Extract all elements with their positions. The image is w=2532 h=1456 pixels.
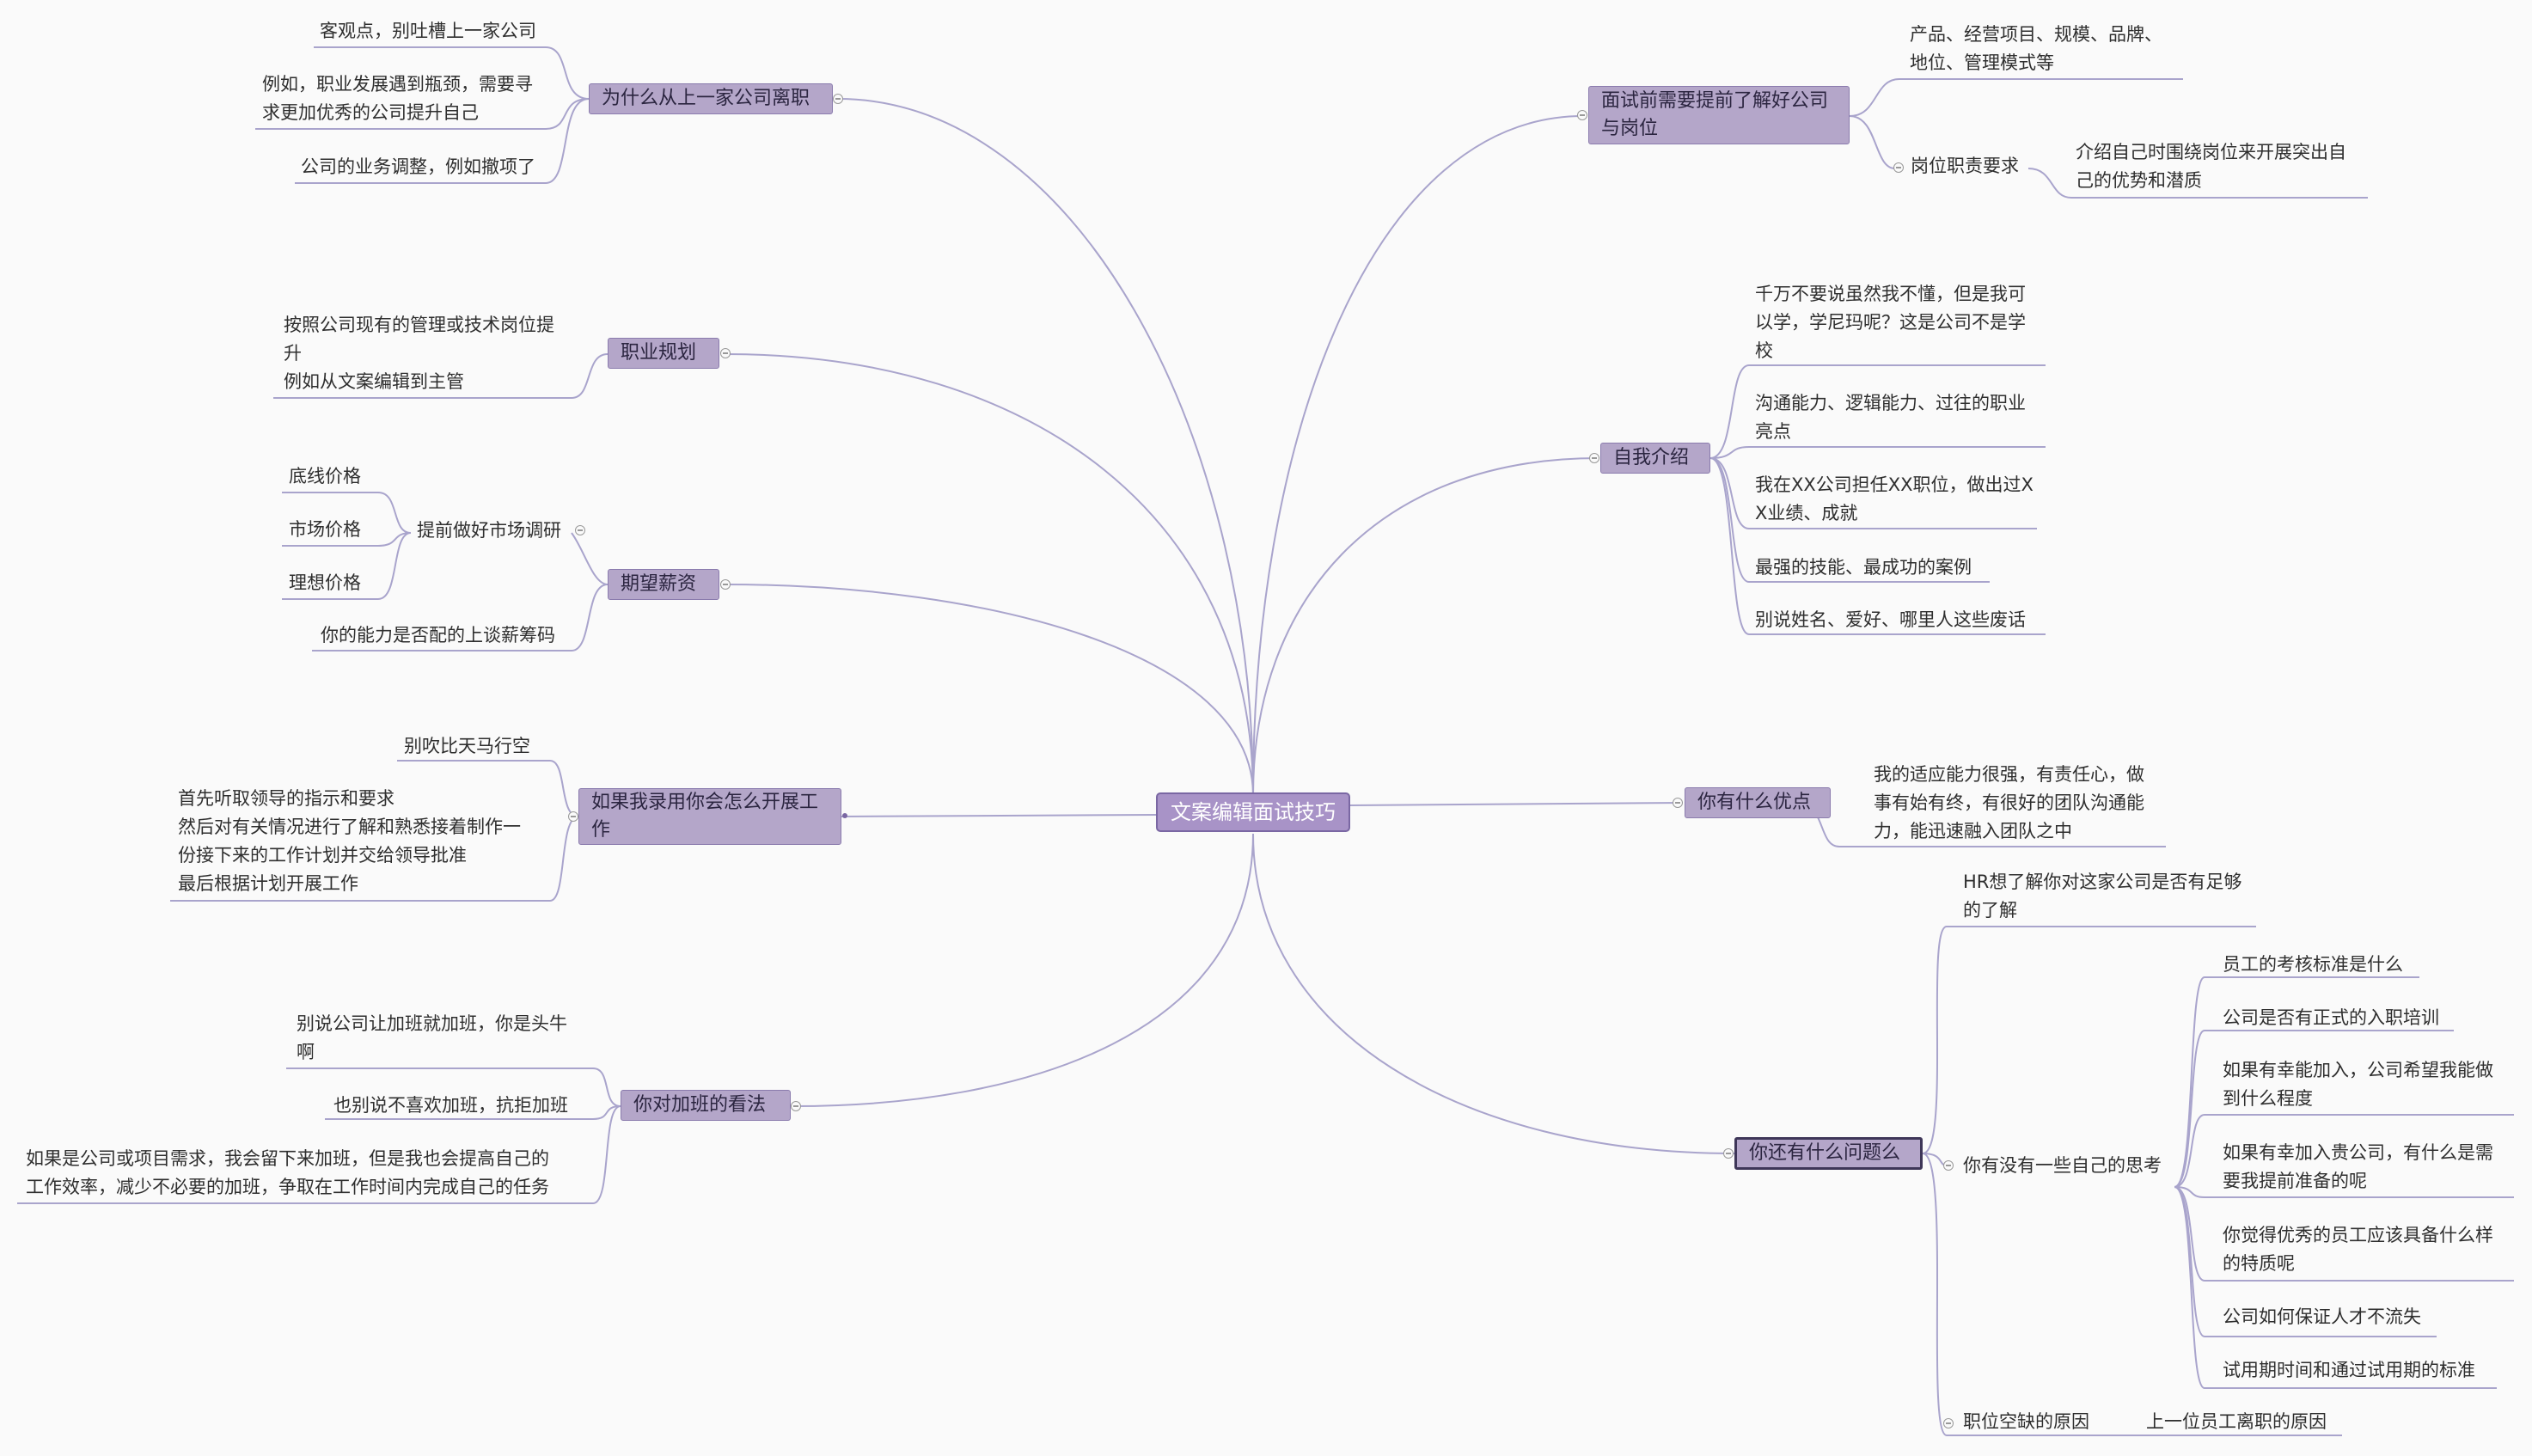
leaf-intro-4[interactable]: 最强的技能、最成功的案例 [1755, 557, 1972, 578]
topic-prepare-company[interactable]: 面试前需要提前了解好公司 与岗位 [1588, 86, 1850, 144]
topic-strengths[interactable]: 你有什么优点 [1685, 787, 1831, 818]
topic-expected-salary[interactable]: 期望薪资 [608, 569, 719, 600]
leaf-ideal-price[interactable]: 理想价格 [289, 572, 361, 593]
subtopic-market-research[interactable]: 提前做好市场调研 [417, 520, 561, 541]
collapse-toggle-icon[interactable] [1943, 1160, 1954, 1171]
collapse-toggle-icon[interactable] [1893, 162, 1904, 173]
leaf-thinking-4[interactable]: 如果有幸加入贵公司，有什么是需 要我提前准备的呢 [2223, 1142, 2493, 1191]
leaf-bottom-price[interactable]: 底线价格 [289, 466, 361, 486]
leaf-why-leave-1[interactable]: 客观点，别吐槽上一家公司 [320, 21, 536, 41]
leaf-thinking-2[interactable]: 公司是否有正式的入职培训 [2223, 1007, 2439, 1028]
leaf-intro-1[interactable]: 千万不要说虽然我不懂，但是我可 以学，学尼玛呢？这是公司不是学 校 [1755, 284, 2026, 361]
leaf-career-1[interactable]: 按照公司现有的管理或技术岗位提 升 例如从文案编辑到主管 [284, 315, 554, 392]
collapse-toggle-icon[interactable] [791, 1101, 801, 1111]
topic-overtime-view[interactable]: 你对加班的看法 [621, 1090, 791, 1121]
leaf-why-leave-2[interactable]: 例如，职业发展遇到瓶颈，需要寻 求更加优秀的公司提升自己 [262, 74, 533, 123]
subtopic-own-thinking[interactable]: 你有没有一些自己的思考 [1963, 1155, 2162, 1176]
topic-if-hired[interactable]: 如果我录用你会怎么开展工 作 [578, 788, 841, 845]
leaf-market-price[interactable]: 市场价格 [289, 519, 361, 540]
subtopic-vacancy-reason[interactable]: 职位空缺的原因 [1963, 1411, 2089, 1432]
leaf-job-duties-1[interactable]: 介绍自己时围绕岗位来开展突出自 己的优势和潜质 [2076, 142, 2346, 191]
topic-self-intro[interactable]: 自我介绍 [1600, 443, 1710, 474]
collapse-toggle-icon[interactable] [1723, 1148, 1734, 1159]
leaf-thinking-3[interactable]: 如果有幸能加入，公司希望我能做 到什么程度 [2223, 1060, 2493, 1109]
collapse-toggle-icon[interactable] [575, 525, 585, 535]
connector-dot [842, 813, 847, 818]
topic-career-plan[interactable]: 职业规划 [608, 338, 719, 369]
leaf-salary-1[interactable]: 你的能力是否配的上谈薪筹码 [321, 625, 555, 645]
leaf-overtime-2[interactable]: 也别说不喜欢加班，抗拒加班 [333, 1095, 568, 1116]
leaf-vacancy-1[interactable]: 上一位员工离职的原因 [2146, 1411, 2327, 1432]
collapse-toggle-icon[interactable] [1943, 1418, 1954, 1428]
leaf-hr-understanding[interactable]: HR想了解你对这家公司是否有足够 的了解 [1963, 872, 2242, 921]
topic-any-questions[interactable]: 你还有什么问题么 [1734, 1137, 1923, 1170]
collapse-toggle-icon[interactable] [1589, 453, 1599, 463]
leaf-if-hired-1[interactable]: 别吹比天马行空 [404, 736, 530, 756]
leaf-strength-1[interactable]: 我的适应能力很强，有责任心，做 事有始有终，有很好的团队沟通能 力，能迅速融入团… [1874, 764, 2144, 841]
subtopic-job-duties[interactable]: 岗位职责要求 [1911, 156, 2019, 176]
leaf-thinking-5[interactable]: 你觉得优秀的员工应该具备什么样 的特质呢 [2223, 1225, 2493, 1274]
topic-why-leave[interactable]: 为什么从上一家公司离职 [589, 83, 833, 114]
leaf-overtime-3[interactable]: 如果是公司或项目需求，我会留下来加班，但是我也会提高自己的 工作效率，减少不必要… [26, 1148, 549, 1197]
leaf-thinking-7[interactable]: 试用期时间和通过试用期的标准 [2223, 1360, 2475, 1380]
leaf-thinking-1[interactable]: 员工的考核标准是什么 [2223, 954, 2403, 975]
collapse-toggle-icon[interactable] [720, 579, 731, 590]
leaf-if-hired-2[interactable]: 首先听取领导的指示和要求 然后对有关情况进行了解和熟悉接着制作一 份接下来的工作… [178, 788, 521, 894]
collapse-toggle-icon[interactable] [1577, 110, 1587, 120]
leaf-intro-2[interactable]: 沟通能力、逻辑能力、过往的职业 亮点 [1755, 393, 2026, 442]
leaf-prepare-1[interactable]: 产品、经营项目、规模、品牌、 地位、管理模式等 [1910, 24, 2162, 73]
collapse-toggle-icon[interactable] [568, 811, 578, 822]
collapse-toggle-icon[interactable] [833, 94, 843, 104]
collapse-toggle-icon[interactable] [1673, 798, 1683, 808]
leaf-overtime-1[interactable]: 别说公司让加班就加班，你是头牛 啊 [297, 1013, 567, 1062]
leaf-intro-5[interactable]: 别说姓名、爱好、哪里人这些废话 [1755, 609, 2026, 630]
leaf-thinking-6[interactable]: 公司如何保证人才不流失 [2223, 1306, 2421, 1327]
leaf-why-leave-3[interactable]: 公司的业务调整，例如撤项了 [301, 156, 535, 177]
central-topic[interactable]: 文案编辑面试技巧 [1156, 792, 1350, 832]
collapse-toggle-icon[interactable] [720, 348, 731, 358]
leaf-intro-3[interactable]: 我在XX公司担任XX职位，做出过X X业绩、成就 [1755, 474, 2034, 523]
